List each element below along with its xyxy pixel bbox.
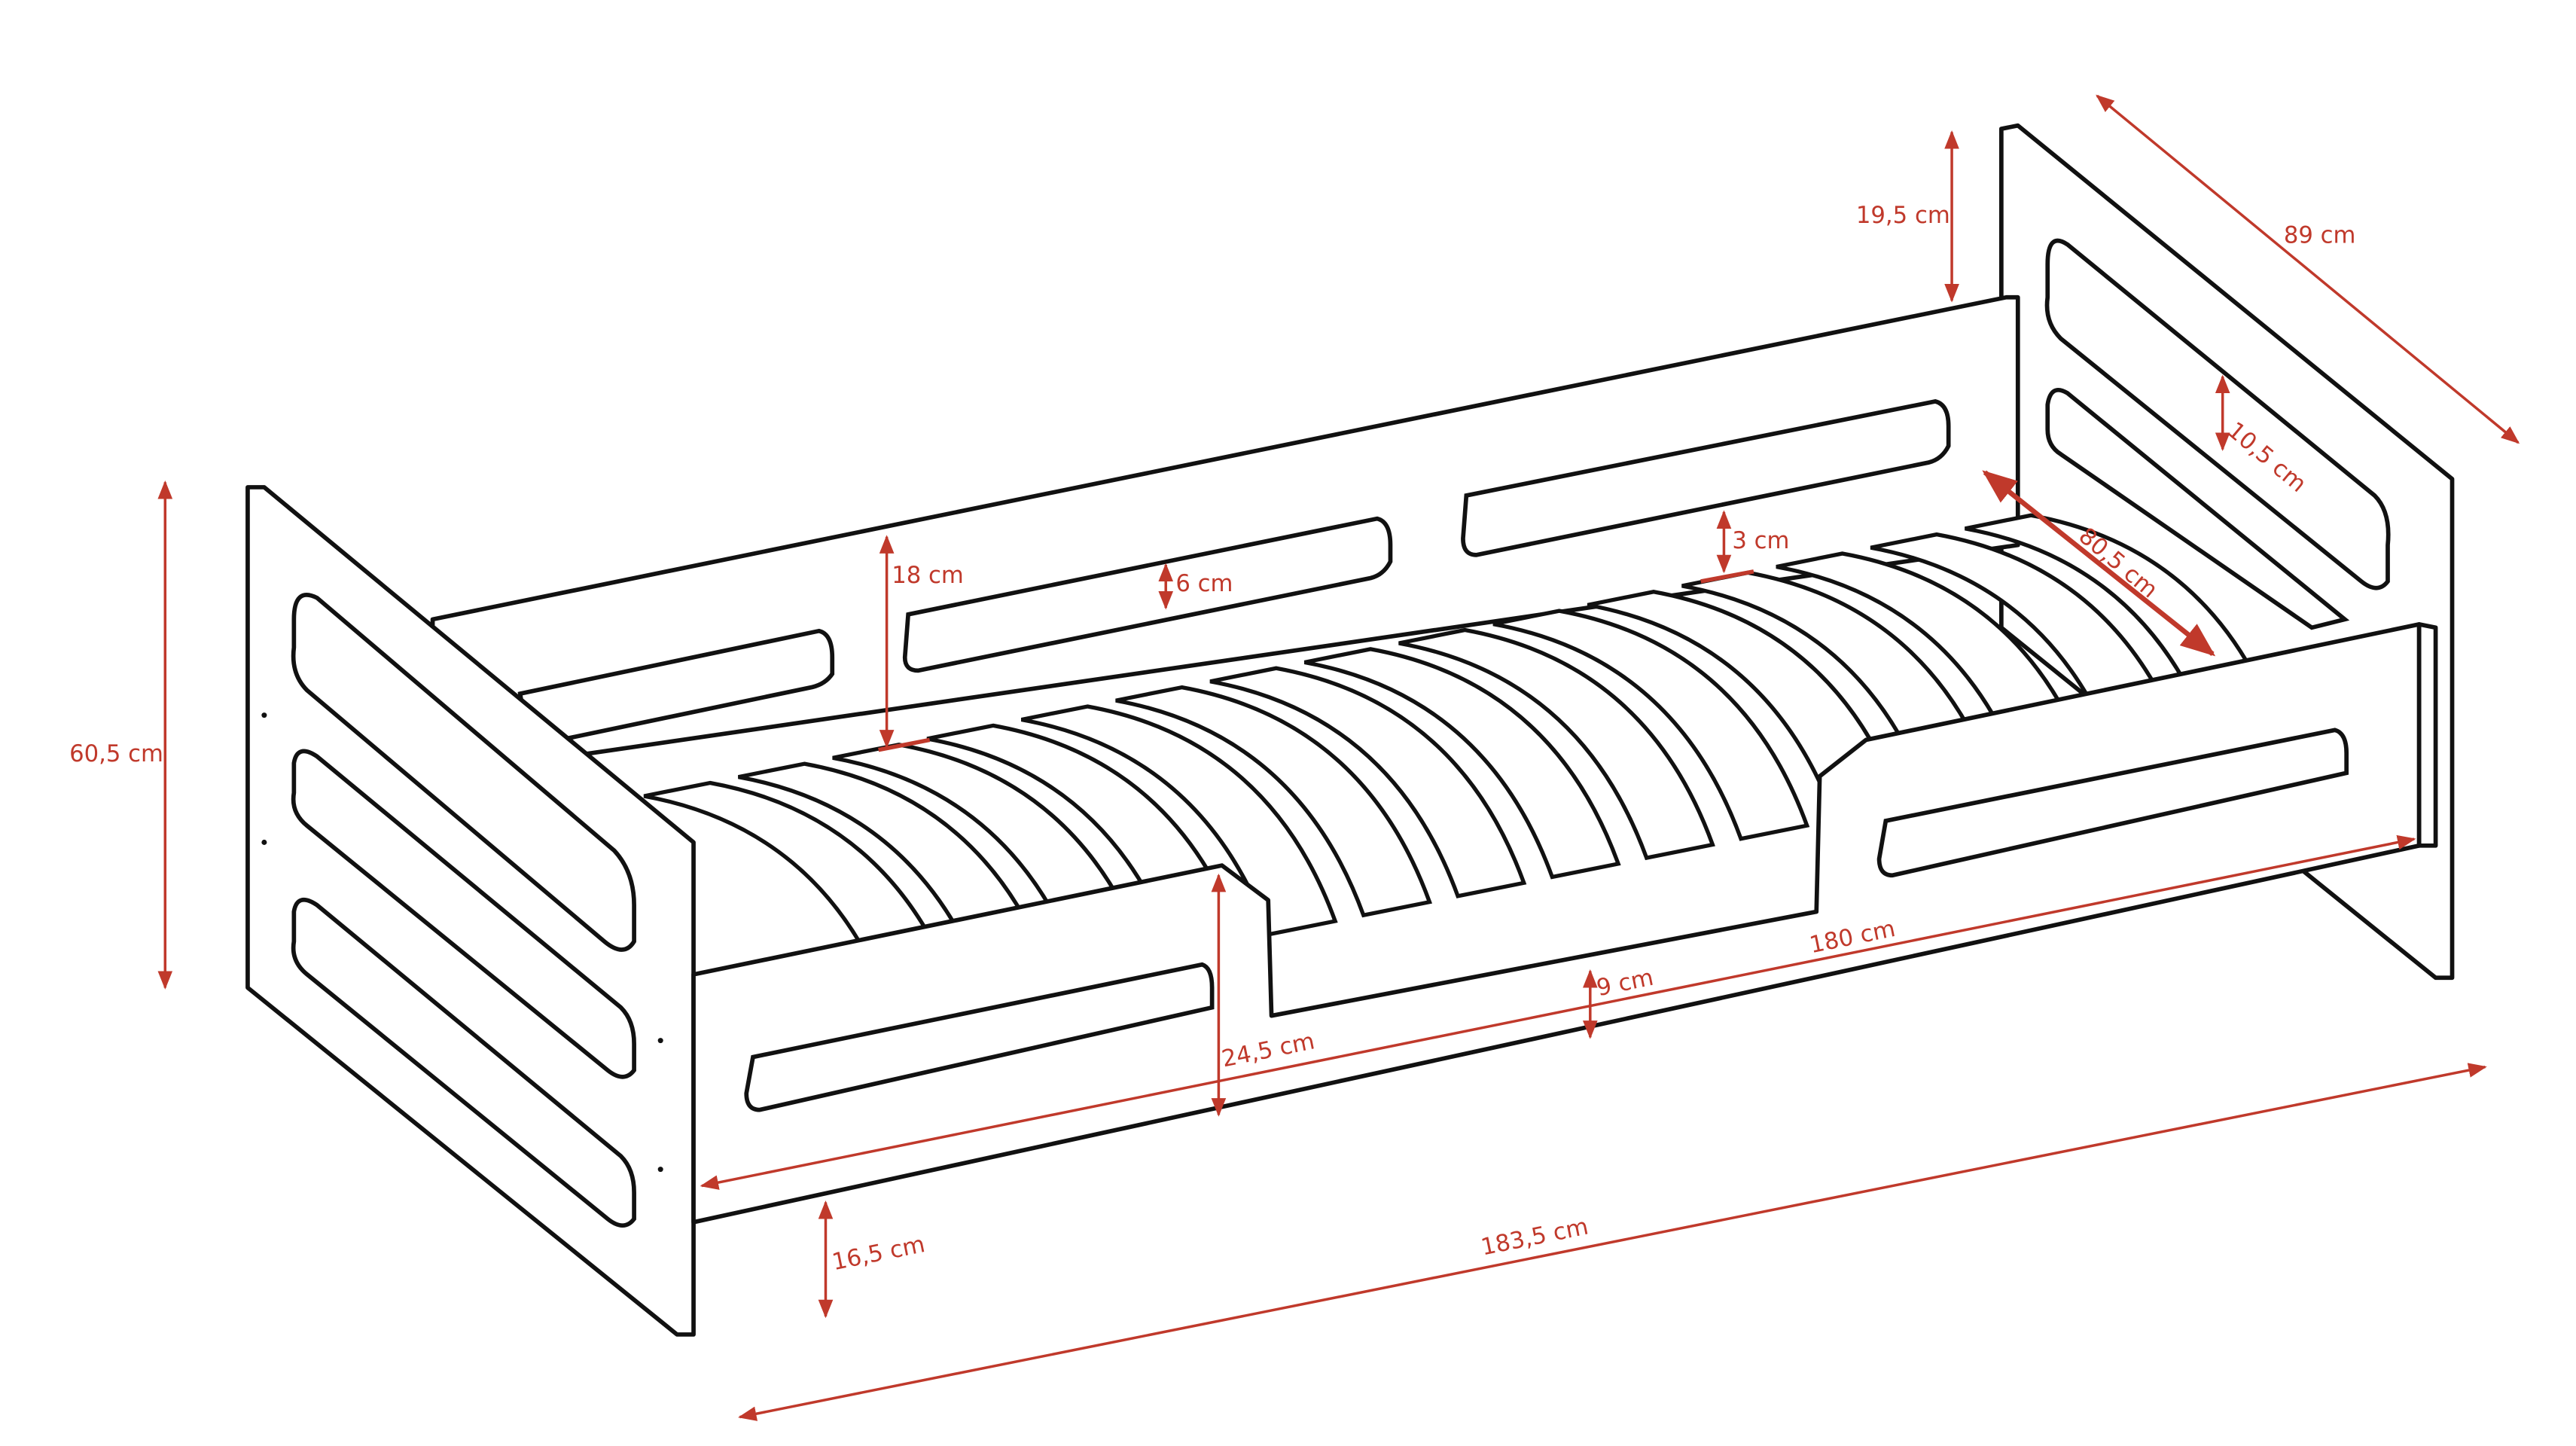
- label-rail-to-slats: 18 cm: [892, 563, 964, 589]
- label-width-total: 89 cm: [2284, 222, 2356, 249]
- label-back-panel-height: 19,5 cm: [1856, 203, 1950, 229]
- dimension-lines: [157, 94, 2520, 1421]
- label-slat-gap: 3 cm: [1732, 528, 1789, 554]
- headboard-slot-middle: [291, 749, 636, 1079]
- label-floor-clearance: 16,5 cm: [830, 1231, 927, 1276]
- label-headboard-height: 60,5 cm: [69, 741, 163, 767]
- headboard: [245, 485, 696, 1337]
- back-rail: [430, 294, 2020, 779]
- headboard-slot-lower: [291, 897, 636, 1228]
- slat: [1492, 609, 1810, 841]
- label-total-length: 183,5 cm: [1479, 1213, 1590, 1261]
- headboard-slot-upper: [291, 593, 636, 952]
- label-slot-height: 6 cm: [1175, 571, 1233, 597]
